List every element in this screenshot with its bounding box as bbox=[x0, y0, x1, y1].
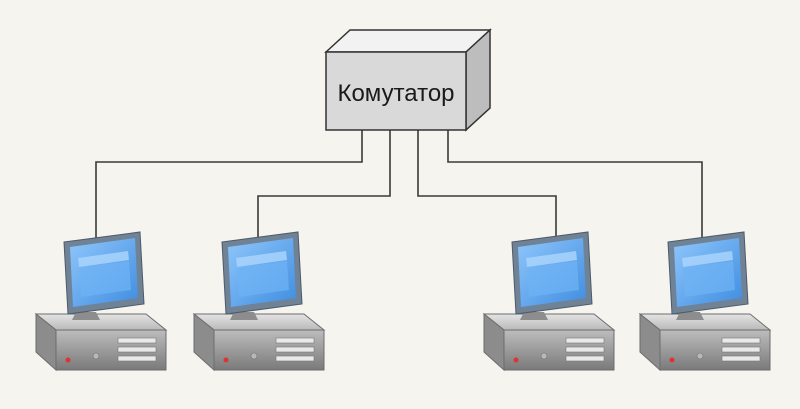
cable-pc-4 bbox=[447, 128, 703, 240]
cable-pc-1 bbox=[95, 128, 363, 240]
computer-pc-4 bbox=[639, 231, 771, 371]
cable-pc-2 bbox=[257, 128, 391, 242]
cables bbox=[95, 128, 703, 248]
computer-pc-1 bbox=[35, 231, 167, 371]
switch: Комутатор bbox=[324, 28, 492, 132]
cable-pc-3 bbox=[417, 128, 557, 248]
switch-label: Комутатор bbox=[337, 80, 454, 107]
computer-pc-2 bbox=[193, 231, 325, 371]
switch-front bbox=[325, 51, 467, 131]
switch-top bbox=[324, 29, 492, 53]
computer-pc-3 bbox=[483, 231, 615, 371]
